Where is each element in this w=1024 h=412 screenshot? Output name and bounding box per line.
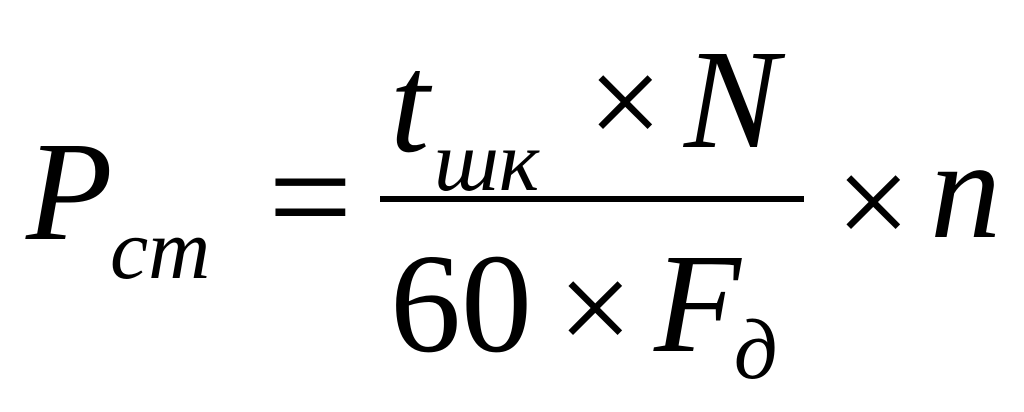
- denominator-variable: F: [654, 224, 741, 382]
- numerator-variable-subscript: шк: [434, 113, 540, 209]
- denominator-constant: 60: [390, 224, 532, 382]
- numerator-variable: t: [390, 24, 430, 182]
- equals-sign: =: [268, 114, 353, 280]
- numerator-factor: N: [684, 20, 779, 178]
- lhs-subscript: ст: [110, 201, 211, 297]
- lhs-symbol: P: [26, 112, 113, 270]
- multiplier-variable: n: [930, 110, 1001, 268]
- fraction-bar: [380, 196, 804, 202]
- numerator-times-sign: ×: [588, 28, 663, 175]
- multiplier-times-sign: ×: [836, 128, 911, 275]
- denominator-variable-subscript: д: [734, 301, 778, 397]
- denominator-times-sign: ×: [558, 234, 633, 381]
